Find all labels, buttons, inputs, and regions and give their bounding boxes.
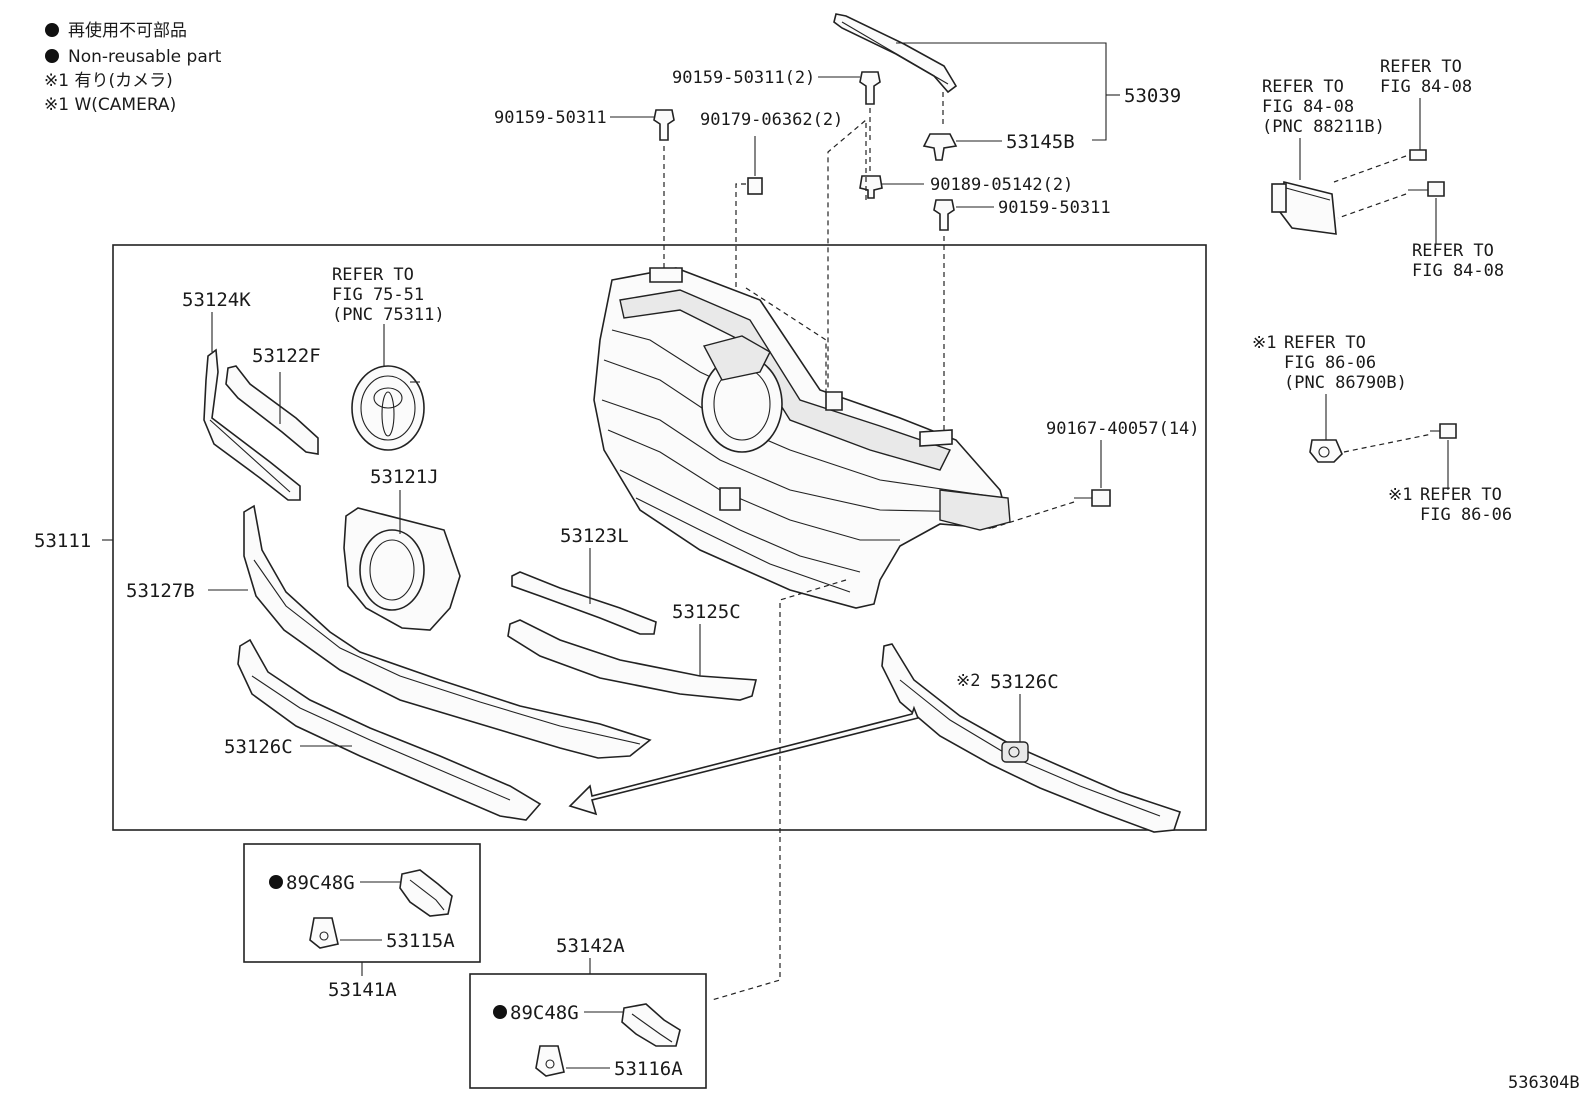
- non-reusable-dot-icon: [493, 1005, 507, 1019]
- strip-53126C-right: [881, 643, 1182, 833]
- non-reusable-dot-icon: [45, 23, 59, 37]
- ref-camera-bolt: ※1 REFER TO FIG 86-06: [1388, 485, 1512, 525]
- label-90159-top: 90159-50311(2): [672, 68, 815, 88]
- label-53126C-left: 53126C: [224, 736, 293, 758]
- legend-note-jp: ※1 有り(カメラ): [44, 71, 173, 91]
- ref-sensor-left-line3: (PNC 88211B): [1262, 117, 1385, 137]
- legend-line-jp: 再使用不可部品: [68, 20, 187, 41]
- label-90179: 90179-06362(2): [700, 110, 843, 130]
- ref-camera-bolt-line2: FIG 86-06: [1420, 505, 1512, 525]
- kit-53142A-box: [469, 973, 707, 1089]
- label-53116A: 53116A: [614, 1058, 683, 1080]
- mark-1-camera: ※1: [1252, 333, 1276, 353]
- bracket-89C48G-a: [399, 869, 453, 917]
- radar-sensor: [1271, 181, 1337, 235]
- screw-90159-top: [859, 71, 881, 140]
- strip-53126C-left: [237, 638, 542, 821]
- legend-note-en: ※1 W(CAMERA): [44, 95, 176, 115]
- label-53126C-right: 53126C: [990, 671, 1059, 693]
- ref-emblem-line1: REFER TO: [332, 265, 414, 285]
- label-53141A: 53141A: [328, 979, 397, 1001]
- label-53142A: 53142A: [556, 935, 625, 957]
- camera-unit: [1309, 439, 1343, 463]
- label-53127B: 53127B: [126, 580, 195, 602]
- ref-camera: ※1 REFER TO FIG 86-06 (PNC 86790B): [1252, 333, 1407, 393]
- clip-90189: [827, 118, 883, 392]
- clip-53145B: [922, 133, 958, 161]
- label-53121J: 53121J: [370, 466, 439, 488]
- label-90159-left: 90159-50311: [494, 108, 607, 128]
- label-90167: 90167-40057(14): [1046, 419, 1200, 439]
- upper-molding-53039: [833, 13, 958, 124]
- label-90189: 90189-05142(2): [930, 175, 1073, 195]
- non-reusable-dot-icon: [269, 875, 283, 889]
- screw-90167: [1074, 489, 1111, 507]
- ref-sensor-left-line2: FIG 84-08: [1262, 97, 1354, 117]
- molding-53123L: [511, 571, 657, 635]
- label-89C48G-a: 89C48G: [286, 872, 355, 894]
- ref-sensor-right: REFER TO FIG 84-08: [1380, 57, 1472, 97]
- direction-arrow-icon: [568, 705, 920, 816]
- mark-1-camera-bolt: ※1: [1388, 485, 1412, 505]
- ref-sensor-bottom-line1: REFER TO: [1412, 241, 1494, 261]
- radiator-grille: [593, 267, 1011, 609]
- ref-sensor-right-line2: FIG 84-08: [1380, 77, 1472, 97]
- clip-53116A: [535, 1045, 565, 1077]
- ref-emblem-line3: (PNC 75311): [332, 305, 445, 325]
- screw-90159-left: [653, 109, 675, 268]
- label-53111: 53111: [34, 530, 91, 552]
- assembly-53111-box: [112, 244, 1207, 831]
- ref-emblem-line2: FIG 75-51: [332, 285, 424, 305]
- label-90159-right: 90159-50311: [998, 198, 1111, 218]
- non-reusable-dot-icon: [45, 49, 59, 63]
- sensor-screw-top: [1409, 149, 1427, 161]
- surround-53121J: [343, 507, 461, 631]
- molding-53125C: [507, 619, 758, 701]
- ref-camera-line3: (PNC 86790B): [1284, 373, 1407, 393]
- ref-camera-line1: REFER TO: [1284, 333, 1366, 353]
- molding-53122F: [225, 365, 319, 455]
- label-53124K: 53124K: [182, 289, 251, 311]
- sensor-bolt: [1408, 181, 1445, 197]
- bracket-89C48G-b: [621, 1003, 681, 1047]
- legend-line-en: Non-reusable part: [68, 47, 222, 67]
- ref-camera-line2: FIG 86-06: [1284, 353, 1376, 373]
- mark-2: ※2: [956, 671, 980, 691]
- ref-camera-bolt-line1: REFER TO: [1420, 485, 1502, 505]
- ref-sensor-left: REFER TO FIG 84-08 (PNC 88211B): [1262, 77, 1385, 137]
- toyota-emblem: [351, 365, 425, 451]
- ref-sensor-left-line1: REFER TO: [1262, 77, 1344, 97]
- molding-53124K: [203, 348, 301, 501]
- ref-sensor-right-line1: REFER TO: [1380, 57, 1462, 77]
- ref-emblem: REFER TO FIG 75-51 (PNC 75311): [332, 265, 445, 325]
- nut-90179: [735, 136, 763, 410]
- clip-53115A: [309, 917, 339, 949]
- label-53115A: 53115A: [386, 930, 455, 952]
- camera-bolt: [1430, 423, 1457, 439]
- drawing-number: 536304B: [1508, 1073, 1580, 1093]
- molding-53127B: [243, 504, 652, 759]
- ref-sensor-bottom: REFER TO FIG 84-08: [1412, 241, 1504, 281]
- label-53123L: 53123L: [560, 525, 629, 547]
- label-53125C: 53125C: [672, 601, 741, 623]
- legend: 再使用不可部品 Non-reusable part ※1 有り(カメラ) ※1 …: [44, 20, 222, 115]
- label-53145B: 53145B: [1006, 131, 1075, 153]
- label-53122F: 53122F: [252, 345, 321, 367]
- ref-sensor-bottom-line2: FIG 84-08: [1412, 261, 1504, 281]
- label-89C48G-b: 89C48G: [510, 1002, 579, 1024]
- label-53039: 53039: [1124, 85, 1181, 107]
- screw-90159-right: [933, 199, 955, 430]
